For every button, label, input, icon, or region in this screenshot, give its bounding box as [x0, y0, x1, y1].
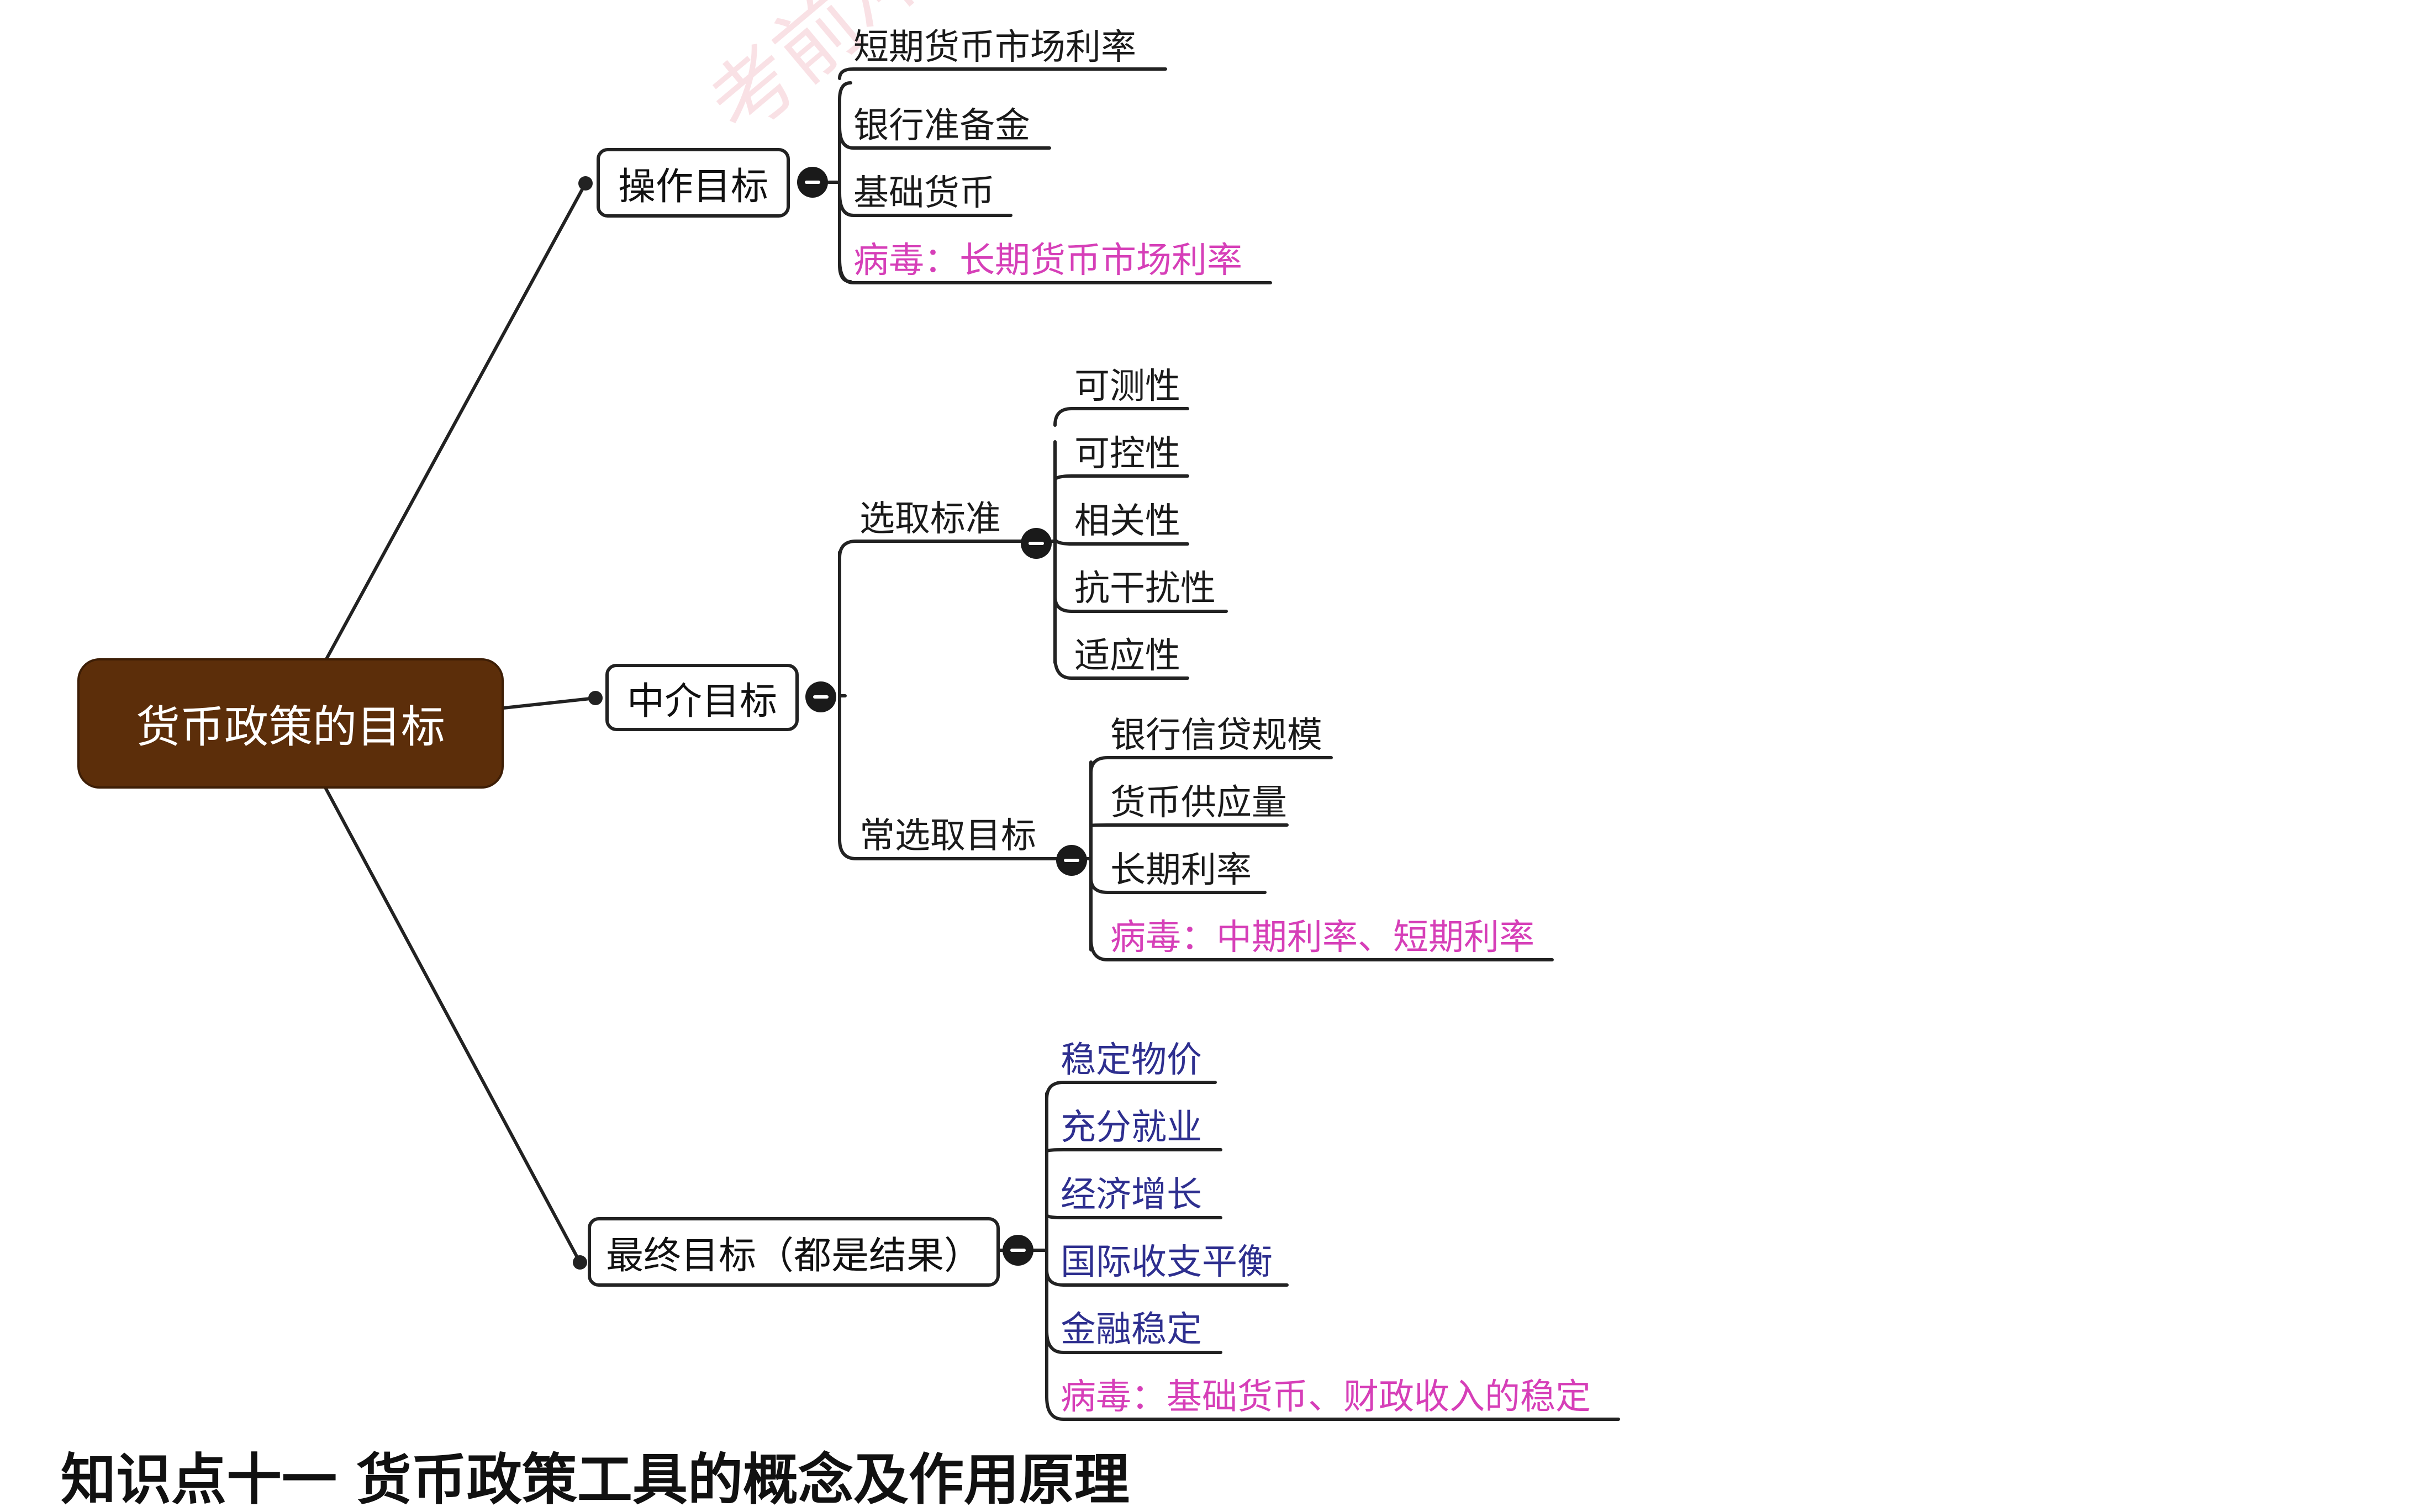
common-item: 货币供应量	[1110, 783, 1287, 823]
common-virus: 病毒：中期利率、短期利率	[1110, 917, 1534, 958]
final-item: 国际收支平衡	[1061, 1242, 1273, 1283]
collapse-toggle-intermediate[interactable]	[805, 681, 836, 712]
section-heading: 知识点十一 货币政策工具的概念及作用原理	[61, 1447, 1130, 1512]
criteria-item: 适应性	[1074, 636, 1180, 676]
root-topic[interactable]: 货币政策的目标	[77, 658, 504, 789]
common-label: 常选取目标	[859, 816, 1036, 857]
node-final-label: 最终目标（都是结果）	[605, 1234, 982, 1278]
criteria-item: 相关性	[1074, 501, 1180, 542]
collapse-toggle-operating[interactable]	[797, 167, 828, 198]
common-item: 银行信贷规模	[1110, 715, 1322, 756]
collapse-toggle-final[interactable]	[1003, 1235, 1033, 1266]
final-virus: 病毒：基础货币、财政收入的稳定	[1061, 1377, 1591, 1418]
root-label: 货币政策的目标	[136, 701, 445, 753]
common-item: 长期利率	[1110, 850, 1252, 891]
criteria-item: 可测性	[1074, 366, 1180, 407]
bracket-operating	[827, 81, 852, 283]
link-dot	[588, 691, 603, 705]
criteria-item: 抗干扰性	[1074, 568, 1216, 609]
link-root-intermediate	[502, 696, 597, 710]
node-intermediate-label: 中介目标	[626, 679, 777, 723]
connector-lines	[324, 67, 1620, 1421]
criteria-label: 选取标准	[859, 499, 1001, 540]
mind-map: 考前冲 货币政策的目标 操作目标 短期货币市场利率 银行准备金 基础货币 病毒：…	[0, 0, 2426, 1480]
operating-item: 短期货币市场利率	[853, 27, 1136, 68]
node-operating-label: 操作目标	[618, 165, 768, 209]
collapse-toggle-common[interactable]	[1056, 845, 1087, 876]
final-item: 充分就业	[1061, 1107, 1202, 1148]
criteria-item: 可控性	[1074, 433, 1180, 474]
node-operating-target[interactable]: 操作目标	[597, 148, 790, 218]
operating-item: 银行准备金	[853, 105, 1030, 146]
bracket-intermediate	[838, 551, 847, 841]
link-dot	[578, 176, 593, 191]
final-item: 稳定物价	[1061, 1040, 1202, 1081]
link-dot	[573, 1255, 587, 1270]
link-root-final	[324, 787, 582, 1264]
final-item: 经济增长	[1061, 1175, 1202, 1215]
operating-virus: 病毒：长期货币市场利率	[853, 240, 1242, 281]
operating-item: 基础货币	[853, 173, 995, 214]
node-intermediate-target[interactable]: 中介目标	[605, 664, 799, 731]
link-root-operating	[324, 182, 587, 662]
final-item: 金融稳定	[1061, 1309, 1202, 1350]
collapse-toggle-criteria[interactable]	[1021, 528, 1052, 559]
node-final-target[interactable]: 最终目标（都是结果）	[588, 1217, 1000, 1287]
